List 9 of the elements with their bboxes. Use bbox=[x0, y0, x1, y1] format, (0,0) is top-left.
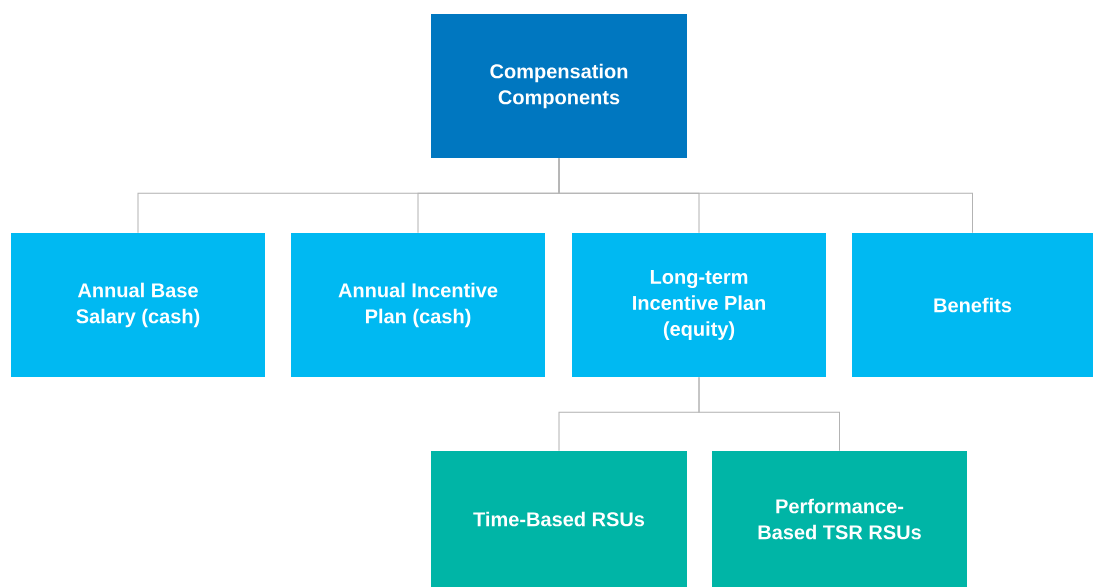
connector bbox=[698, 376, 840, 452]
category-box: Annual Incentive Plan (cash) bbox=[291, 233, 545, 377]
category-box: Annual Base Salary (cash) bbox=[11, 233, 265, 377]
sub-box: Performance- Based TSR RSUs bbox=[712, 451, 967, 587]
root-box: Compensation Components bbox=[431, 14, 687, 158]
sub-box: Time-Based RSUs bbox=[431, 451, 687, 587]
category-box: Long-term Incentive Plan (equity) bbox=[572, 233, 826, 377]
connector bbox=[558, 157, 973, 234]
category-box: Benefits bbox=[852, 233, 1093, 377]
